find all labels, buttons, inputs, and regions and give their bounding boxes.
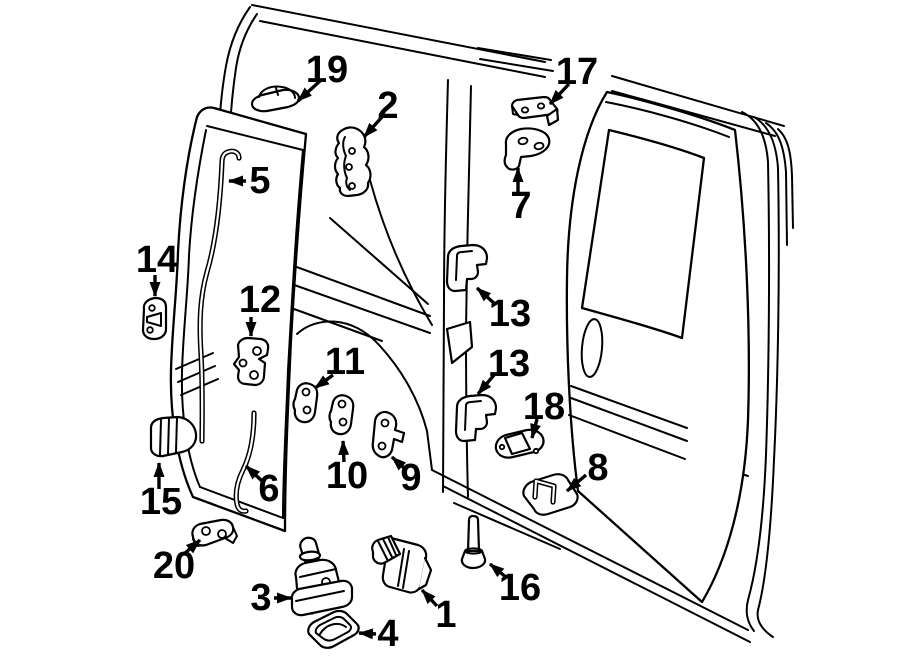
part-5-latch-rod	[197, 148, 242, 444]
callout-11-7: 11	[314, 341, 365, 390]
callout-1-18: 1	[420, 588, 457, 636]
sliding-door	[565, 90, 750, 604]
part-12-door-latch	[232, 336, 270, 387]
callout-arrow-20-16	[182, 538, 202, 556]
part-number-label-1-18: 1	[435, 594, 456, 636]
door-handle-recess	[580, 318, 604, 378]
callout-14-5: 14	[136, 239, 178, 297]
part-number-label-19-0: 19	[306, 49, 348, 91]
part-number-label-6-15: 6	[258, 468, 279, 510]
part-16-bolt	[460, 514, 487, 570]
part-number-label-13-8: 13	[489, 293, 531, 335]
callout-15-14: 15	[140, 462, 182, 523]
part-11-plate	[292, 382, 319, 424]
callout-18-10: 18	[523, 386, 565, 439]
callout-8-13: 8	[565, 447, 609, 493]
callout-3-17: 3	[250, 577, 292, 619]
part-20-plate	[191, 518, 238, 547]
part-4-bezel	[307, 609, 360, 649]
van-body-outline	[217, 4, 794, 643]
callout-arrow-4-19	[358, 628, 377, 640]
part-number-label-16-20: 16	[499, 567, 541, 609]
callout-4-19: 4	[358, 613, 399, 655]
part-number-label-12-6: 12	[239, 279, 281, 321]
part-7-striker-plate	[503, 127, 551, 171]
part-number-label-5-2: 5	[249, 160, 270, 202]
callout-9-12: 9	[390, 455, 422, 499]
part-number-label-20-16: 20	[153, 545, 195, 587]
part-number-label-4-19: 4	[377, 613, 398, 655]
part-6-lock-rod	[233, 410, 257, 514]
part-number-label-10-11: 10	[326, 455, 368, 497]
part-14-bracket	[141, 296, 168, 341]
door-window	[580, 128, 706, 340]
part-number-label-9-12: 9	[400, 457, 421, 499]
callout-6-15: 6	[244, 464, 280, 510]
callout-19-0: 19	[296, 49, 348, 103]
part-15-bracket	[149, 415, 198, 458]
part-2-latch-assembly	[333, 126, 372, 198]
part-number-label-13-9: 13	[488, 343, 530, 385]
part-number-label-11-7: 11	[325, 341, 365, 383]
callout-arrow-17-3	[548, 82, 571, 106]
part-number-label-15-14: 15	[140, 481, 182, 523]
part-number-label-17-3: 17	[556, 51, 598, 93]
part-1-handle	[371, 534, 433, 594]
callout-16-20: 16	[488, 562, 541, 609]
callout-arrow-10-11	[338, 440, 350, 463]
callout-arrow-18-10	[530, 418, 541, 439]
callout-arrow-13-8	[475, 286, 497, 306]
callout-5-2: 5	[228, 160, 271, 202]
callout-arrow-8-13	[565, 473, 588, 493]
part-8-striker-loop	[522, 473, 579, 516]
callout-arrow-1-18	[420, 588, 439, 608]
callout-arrow-19-0	[296, 79, 322, 103]
callout-7-4: 7	[510, 167, 532, 227]
part-3-lock-cylinder-assembly	[290, 536, 354, 617]
callout-2-1: 2	[362, 85, 399, 139]
part-number-label-3-17: 3	[250, 577, 271, 619]
part-13-clip-lower	[454, 393, 498, 443]
part-13-clip	[445, 243, 489, 293]
callout-13-9: 13	[476, 343, 530, 396]
part-10-plate	[328, 394, 355, 436]
callout-20-16: 20	[153, 538, 202, 587]
part-number-label-8-13: 8	[587, 447, 608, 489]
callout-arrow-13-9	[476, 373, 496, 396]
callout-10-11: 10	[326, 440, 368, 497]
callout-17-3: 17	[548, 51, 598, 106]
callout-arrow-11-7	[314, 373, 334, 390]
callout-12-6: 12	[239, 279, 281, 337]
callout-arrow-16-20	[488, 562, 509, 580]
part-number-label-14-5: 14	[136, 239, 178, 281]
callout-13-8: 13	[475, 286, 531, 335]
callout-arrow-9-12	[390, 455, 407, 471]
part-19-cap	[250, 85, 301, 113]
callout-arrow-6-15	[244, 464, 264, 483]
part-17-bracket	[510, 95, 560, 127]
part-18-wedge-plate	[494, 428, 545, 459]
part-number-label-18-10: 18	[523, 386, 565, 428]
part-number-label-2-1: 2	[377, 85, 398, 127]
part-9-latch	[371, 410, 406, 459]
callout-arrow-2-1	[362, 115, 384, 139]
part-number-label-7-4: 7	[510, 185, 531, 227]
